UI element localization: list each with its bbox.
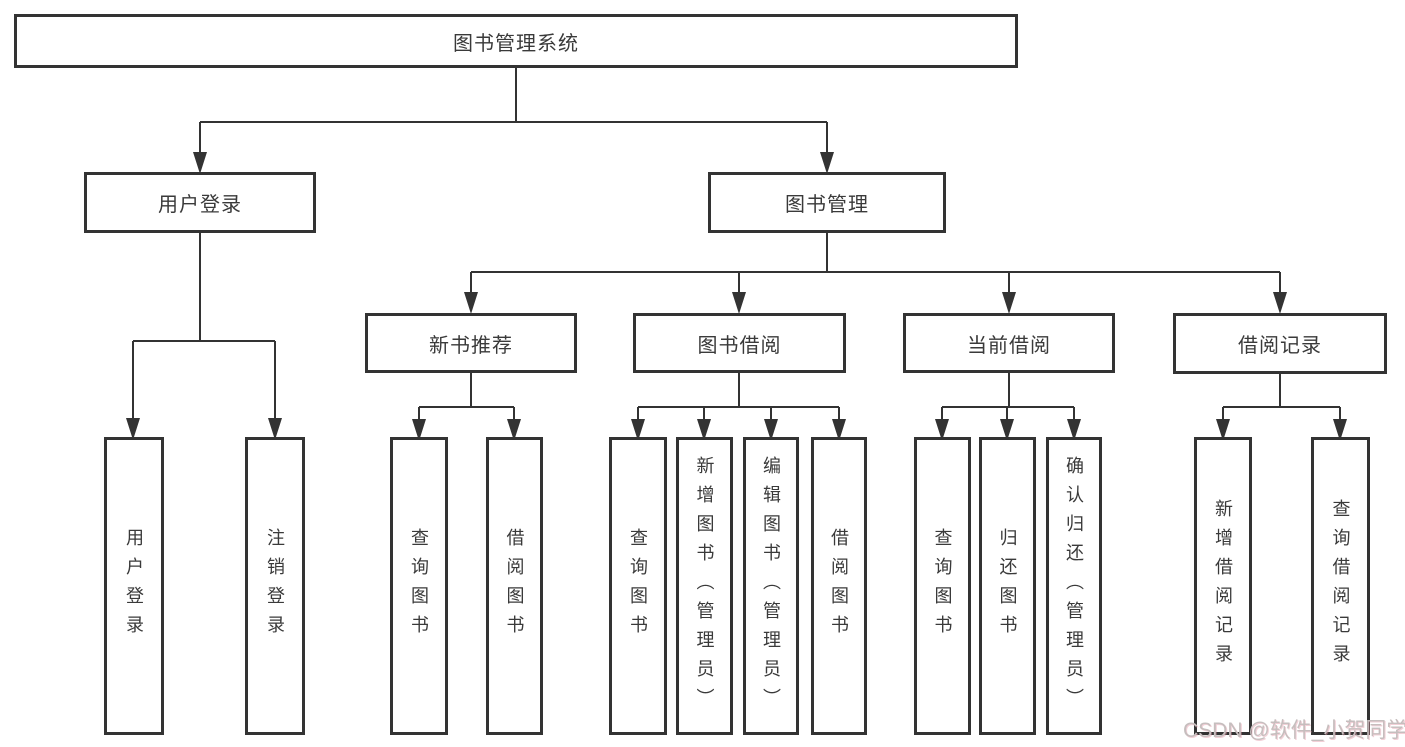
leaf-label: 查询图书 [932,528,953,644]
leaf-logout: 注销登录 [245,437,305,735]
node-label: 图书借阅 [697,334,782,357]
leaf-label: 借阅图书 [829,528,849,644]
node-library-management-system: 图书管理系统 [14,14,1018,68]
node-current-borrowing: 当前借阅 [903,313,1115,373]
leaf-query-books-current: 查询图书 [914,437,971,735]
node-label: 用户登录 [158,194,242,216]
leaf-add-borrow-record: 新增借阅记录 [1194,437,1252,735]
node-book-borrowing: 图书借阅 [633,313,846,373]
leaf-label: 用户登录 [124,528,144,644]
leaf-label: 确认归还（管理员） [1064,455,1084,717]
leaf-label: 注销登录 [265,528,285,644]
node-borrowing-records: 借阅记录 [1173,313,1387,374]
leaf-edit-books-admin: 编辑图书（管理员） [743,437,799,735]
leaf-borrow-books: 借阅图书 [811,437,867,735]
leaf-label: 新增图书（管理员） [694,455,715,717]
leaf-add-books-admin: 新增图书（管理员） [676,437,733,735]
leaf-confirm-return-admin: 确认归还（管理员） [1046,437,1102,735]
node-new-book-recommendation: 新书推荐 [365,313,577,373]
leaf-user-login: 用户登录 [104,437,164,735]
leaf-query-books-recommend: 查询图书 [390,437,448,735]
node-user-login: 用户登录 [84,172,316,233]
leaf-label: 查询借阅记录 [1330,499,1351,673]
node-label: 图书管理系统 [453,32,579,55]
node-label: 借阅记录 [1238,335,1322,357]
leaf-borrow-books-recommend: 借阅图书 [486,437,543,735]
csdn-watermark: CSDN @软件_小贺同学 [1183,719,1405,742]
node-label: 新书推荐 [429,334,513,357]
node-label: 当前借阅 [967,334,1051,357]
node-label: 图书管理 [785,194,869,216]
node-book-management: 图书管理 [708,172,946,233]
leaf-query-books-borrow: 查询图书 [609,437,667,735]
leaf-label: 新增借阅记录 [1213,499,1233,673]
leaf-label: 编辑图书（管理员） [761,455,781,717]
leaf-label: 归还图书 [997,528,1018,644]
leaf-return-books: 归还图书 [979,437,1036,735]
leaf-query-borrow-record: 查询借阅记录 [1311,437,1370,735]
leaf-label: 查询图书 [409,528,429,644]
leaf-label: 借阅图书 [504,528,525,644]
leaf-label: 查询图书 [628,528,648,644]
